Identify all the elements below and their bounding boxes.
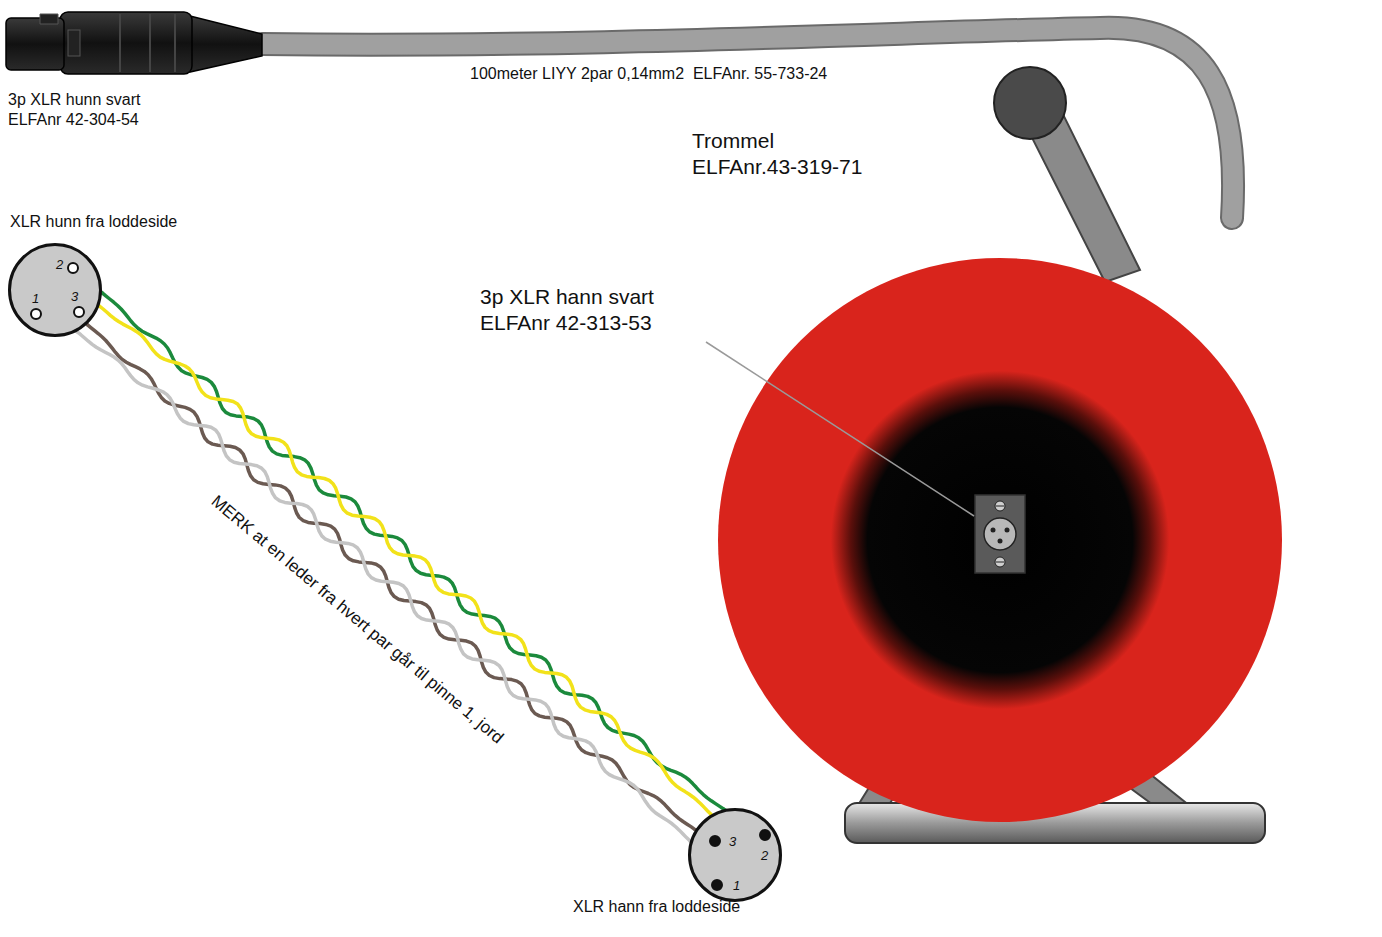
pin-number: 1 [32,292,39,305]
xlr-connector-face: 321XLR hann fra loddeside [688,808,782,902]
pin-number: 3 [729,835,736,848]
pin-number: 3 [71,290,78,303]
wire [87,324,695,829]
connector-heading: XLR hann fra loddeside [573,897,740,916]
cable-spec: 100meter LIYY 2par 0,14mm2 ELFAnr. 55-73… [470,64,827,83]
part-name: Trommel [692,128,774,153]
xlr-male-panel [975,495,1025,573]
note: MERK at en leder fra hvert par går til p… [207,492,507,749]
connector-pin [30,308,42,320]
pin-number: 2 [761,849,768,862]
reel-handle-knob [994,67,1066,139]
wire [99,306,711,815]
connector-pin [73,306,85,318]
connector-pin [67,262,79,274]
leader-line [706,342,974,516]
wire [77,332,690,841]
part-name: 3p XLR hunn svart [8,90,141,109]
connector-pin [711,879,723,891]
part-number: ELFAnr 42-313-53 [480,310,652,335]
xlr-connector-face: XLR hunn fra loddeside213 [8,243,102,337]
xlr-female-plug [6,12,262,74]
wire [102,293,724,810]
cable-reel [718,258,1282,822]
part-number: ELFAnr.43-319-71 [692,154,862,179]
part-number: ELFAnr 42-304-54 [8,110,139,129]
pin-number: 2 [56,258,63,271]
part-name: 3p XLR hann svart [480,284,654,309]
connector-heading: XLR hunn fra loddeside [10,212,177,231]
connector-pin [709,835,721,847]
pin-number: 1 [733,879,740,892]
connector-pin [759,829,771,841]
